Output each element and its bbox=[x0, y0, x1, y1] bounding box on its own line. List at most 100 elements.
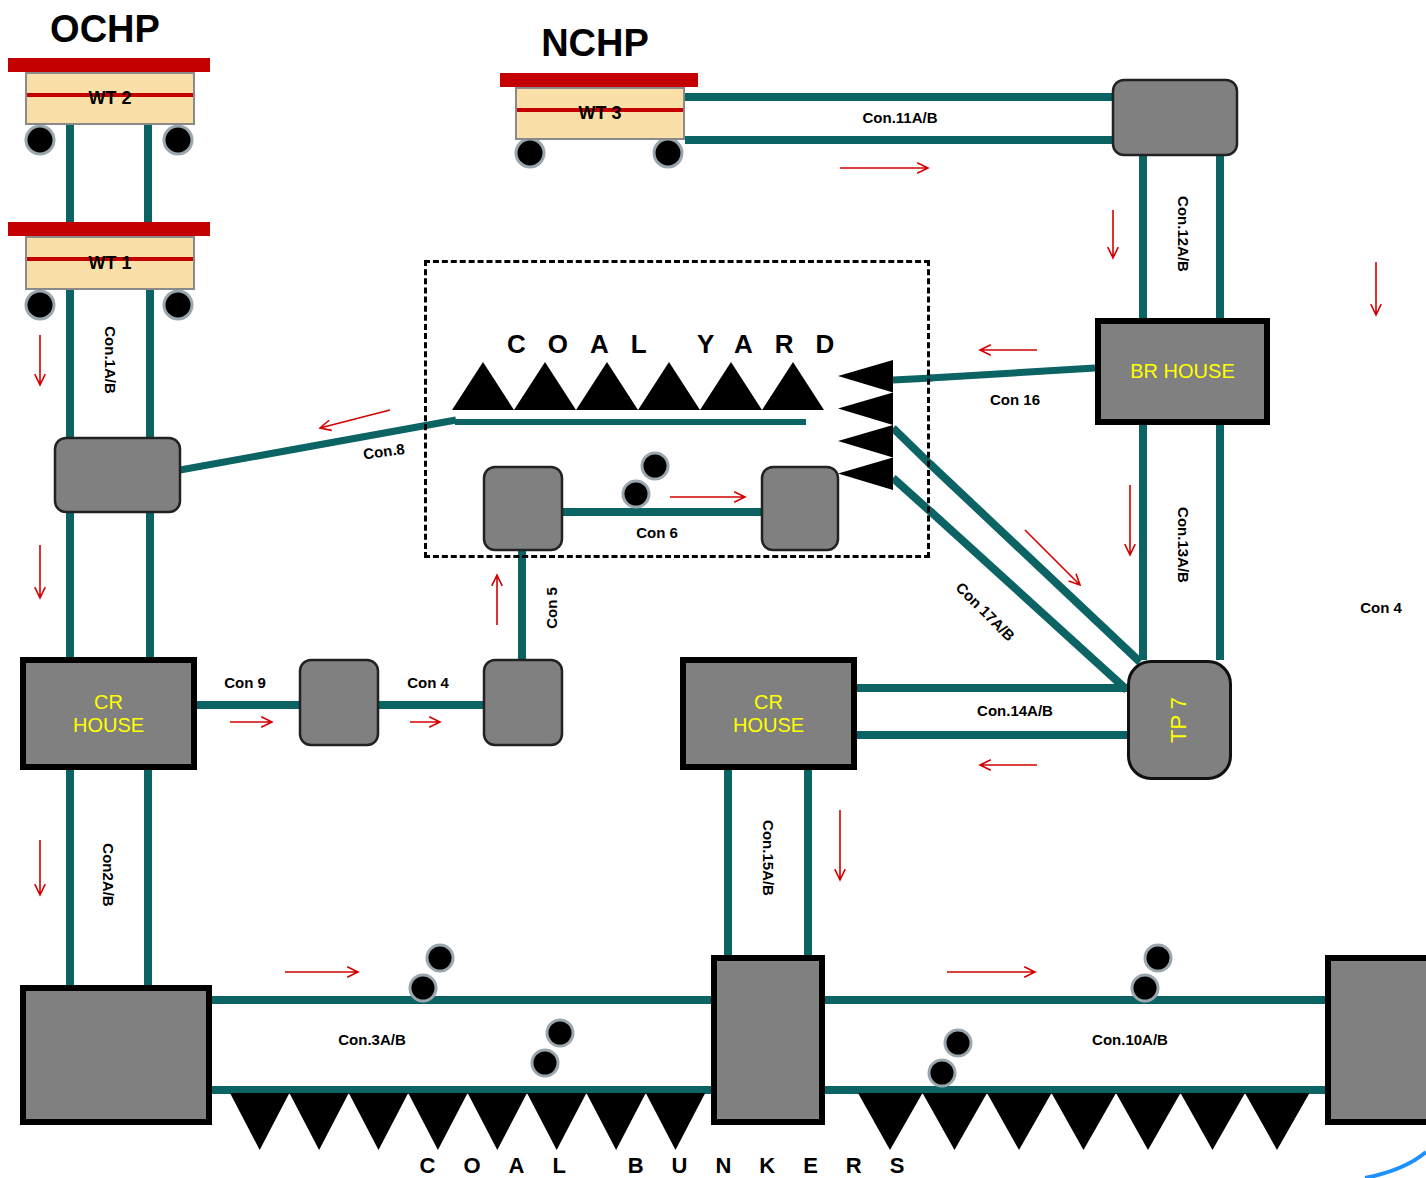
flow-arrow bbox=[35, 335, 45, 385]
conveyor-line bbox=[857, 731, 1127, 739]
transfer-point bbox=[484, 660, 562, 745]
wagon-tippler: WT 1 bbox=[25, 236, 195, 290]
flow-arrow bbox=[947, 967, 1035, 977]
flow-arrow bbox=[492, 575, 502, 625]
conveyor-label: Con.10A/B bbox=[1092, 1032, 1168, 1049]
conveyor-label: Con 5 bbox=[544, 587, 561, 629]
coal-pile bbox=[646, 1093, 705, 1150]
conveyor-label: Con 16 bbox=[990, 392, 1040, 409]
coal-pile bbox=[1245, 1093, 1310, 1150]
tippler-wheel bbox=[164, 291, 192, 319]
conveyor-stub bbox=[893, 428, 932, 466]
flow-arrow bbox=[1125, 485, 1135, 555]
node-label: WT 2 bbox=[89, 88, 132, 109]
conveyor-line bbox=[685, 97, 1143, 318]
crusher-house: CR HOUSE bbox=[20, 657, 197, 770]
flow-arrow bbox=[1371, 262, 1381, 315]
node-label: BR HOUSE bbox=[1130, 360, 1234, 383]
conveyor-line bbox=[1139, 425, 1147, 660]
coal-pile bbox=[514, 362, 576, 410]
conveyor-line bbox=[930, 464, 1140, 662]
coal-pile bbox=[638, 362, 700, 410]
coal-pile bbox=[468, 1093, 527, 1150]
tippler-wheel bbox=[654, 139, 682, 167]
node-label: WT 3 bbox=[579, 103, 622, 124]
tripper-roller bbox=[1145, 945, 1171, 971]
conveyor-line bbox=[930, 511, 1127, 690]
transfer-point-box: TP 7 bbox=[1127, 660, 1232, 780]
flow-arrow bbox=[1108, 210, 1118, 258]
conveyor-line bbox=[825, 1086, 1325, 1094]
flow-arrow bbox=[285, 967, 358, 977]
region-heading: COAL YARD bbox=[507, 329, 856, 360]
conveyor-label: Con.3A/B bbox=[338, 1032, 406, 1049]
transfer-point bbox=[762, 467, 838, 550]
conveyor-line bbox=[144, 770, 152, 985]
coal-pile bbox=[1052, 1093, 1117, 1150]
transfer-point bbox=[300, 660, 378, 745]
coal-pile bbox=[838, 458, 893, 491]
tippler-wheel bbox=[516, 139, 544, 167]
bunker-house bbox=[23, 988, 209, 1122]
corner-swoosh bbox=[1365, 1152, 1426, 1178]
flow-arrow bbox=[410, 717, 440, 727]
coal-pile bbox=[838, 393, 893, 426]
tippler-wheel bbox=[164, 126, 192, 154]
tripper-roller bbox=[532, 1050, 558, 1076]
tripper-roller bbox=[410, 975, 436, 1001]
tippler-top-bar bbox=[500, 73, 698, 87]
crusher-house: CR HOUSE bbox=[680, 657, 857, 770]
conveyor-line bbox=[685, 140, 1220, 318]
coal-yard-region: COAL YARD bbox=[424, 260, 930, 558]
coal-pile bbox=[527, 1093, 586, 1150]
conveyor-line bbox=[825, 996, 1325, 1004]
conveyor-line bbox=[1216, 425, 1224, 660]
section-heading: NCHP bbox=[541, 23, 649, 65]
flow-arrow bbox=[230, 717, 272, 727]
conveyor-line bbox=[180, 420, 456, 470]
tripper-roller bbox=[945, 1030, 971, 1056]
coal-pile bbox=[230, 1093, 289, 1150]
tripper-roller bbox=[929, 1060, 955, 1086]
conveyor-label: Con.15A/B bbox=[760, 820, 777, 896]
tippler-top-bar bbox=[8, 58, 210, 72]
conveyor-label: Con 4 bbox=[1360, 600, 1402, 617]
coal-pile bbox=[1181, 1093, 1246, 1150]
transfer-point bbox=[484, 467, 562, 550]
bunker-house bbox=[714, 958, 822, 1122]
flow-arrow bbox=[35, 840, 45, 895]
coal-pile bbox=[349, 1093, 408, 1150]
tripper-roller bbox=[623, 481, 649, 507]
coal-pile bbox=[700, 362, 762, 410]
node-label: CR HOUSE bbox=[729, 691, 809, 737]
tripper-roller bbox=[1132, 975, 1158, 1001]
conveyor-line bbox=[518, 550, 526, 660]
conveyor-label: Con.14A/B bbox=[977, 703, 1053, 720]
conveyor-label: Con 4 bbox=[407, 675, 449, 692]
conveyor-label: Con2A/B bbox=[100, 843, 117, 906]
yard-rail bbox=[455, 419, 806, 425]
flow-arrow bbox=[35, 545, 45, 598]
conveyor-stub bbox=[893, 378, 932, 380]
conveyor-belt bbox=[930, 368, 1095, 378]
node-label: CR HOUSE bbox=[69, 691, 149, 737]
conveyor-label: Con 6 bbox=[636, 525, 678, 542]
coal-pile bbox=[858, 1093, 923, 1150]
crusher-house: BR HOUSE bbox=[1095, 318, 1270, 425]
flow-arrow bbox=[980, 345, 1037, 355]
coal-pile bbox=[838, 425, 893, 458]
conveyor-label: Con.13A/B bbox=[1175, 507, 1192, 583]
conveyor-label: Con 9 bbox=[224, 675, 266, 692]
tripper-roller bbox=[427, 945, 453, 971]
conveyor-belt bbox=[930, 464, 1140, 690]
conveyor-line bbox=[197, 701, 300, 709]
section-heading: COAL BUNKERS bbox=[420, 1154, 933, 1178]
tripper-roller bbox=[642, 453, 668, 479]
transfer-point bbox=[1113, 80, 1237, 155]
coal-pile bbox=[1116, 1093, 1181, 1150]
flow-arrow bbox=[670, 492, 745, 502]
flow-arrow bbox=[835, 810, 845, 880]
conveyor-line bbox=[857, 684, 1127, 692]
flow-arrow bbox=[320, 410, 390, 430]
